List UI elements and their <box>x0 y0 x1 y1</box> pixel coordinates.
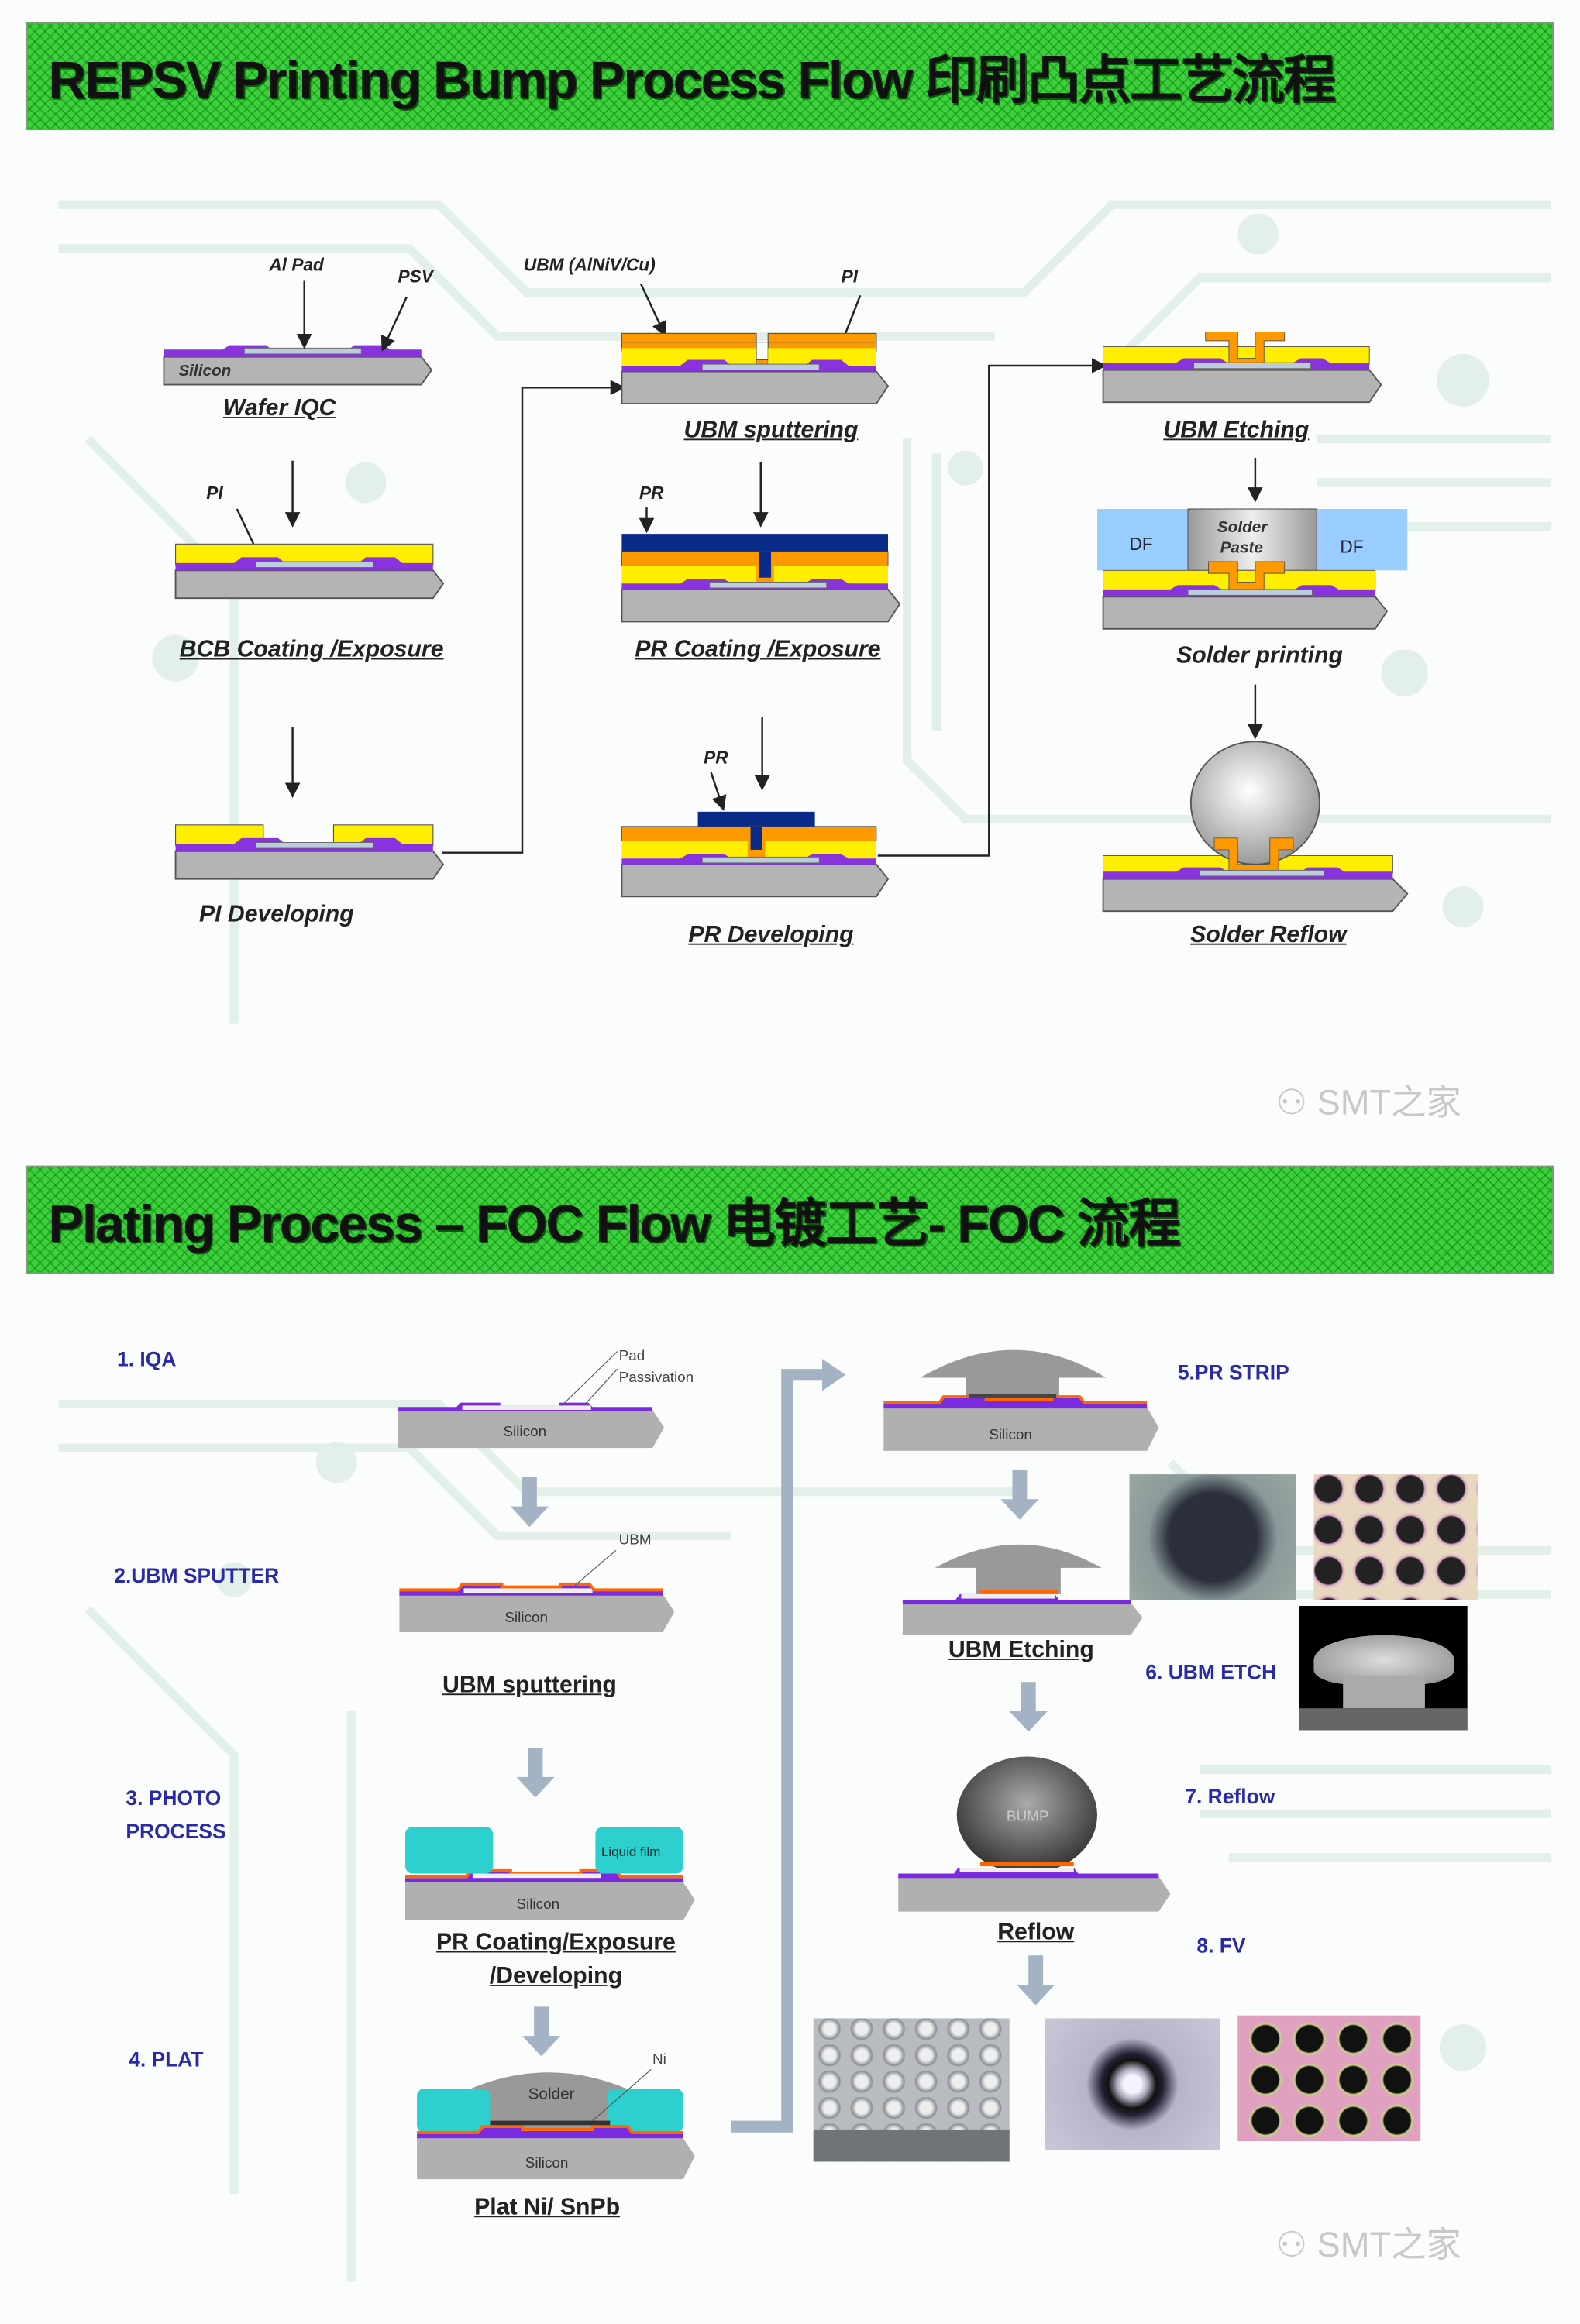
solder-printing-diagram: DF DF Solder Paste <box>1097 508 1408 630</box>
caption-pr-coating: PR Coating /Exposure <box>635 638 881 663</box>
caption-bcb-coating: BCB Coating /Exposure <box>179 638 444 663</box>
wechat-icon: ⚇ <box>1275 2226 1317 2266</box>
ubm-sputtering-diagram <box>621 332 890 405</box>
ubm-sputter-diagram: Silicon <box>399 1549 675 1633</box>
pi-developing-diagram <box>174 824 445 880</box>
svg-text:Silicon: Silicon <box>989 1427 1032 1443</box>
label-ubm: UBM <box>618 1532 652 1549</box>
svg-text:Silicon: Silicon <box>504 1610 548 1626</box>
ubm-etching-diagram-2 <box>902 1544 1143 1635</box>
svg-text:BUMP: BUMP <box>1007 1809 1049 1825</box>
photo-bump-field <box>813 2018 1010 2162</box>
solder-reflow-diagram <box>1102 741 1409 913</box>
flow-arrow <box>731 1358 846 2133</box>
caption-pr-coating-2: /Developing <box>489 1964 623 1989</box>
caption-pr-developing: PR Developing <box>688 923 854 948</box>
stage-label-plat: 4. PLAT <box>129 2047 204 2071</box>
stage-label-photo: 3. PHOTO <box>126 1786 222 1810</box>
label-al-pad: Al Pad <box>269 254 324 275</box>
photo-ubm-surface <box>1129 1474 1296 1600</box>
down-arrow <box>510 1477 549 1528</box>
stage-label-pr-strip: 5.PR STRIP <box>1177 1360 1289 1384</box>
pr-developing-diagram <box>621 811 890 898</box>
stage-label-iqa: 1. IQA <box>117 1346 177 1371</box>
down-arrow <box>516 1748 555 1798</box>
down-arrow <box>1000 1470 1039 1520</box>
caption-wafer-iqc: Wafer IQC <box>222 396 336 421</box>
stage-label-ubm-sputter: 2.UBM SPUTTER <box>114 1563 280 1587</box>
caption-reflow: Reflow <box>997 1920 1075 1946</box>
pr-coating-diagram <box>621 534 901 623</box>
svg-text:Paste: Paste <box>1220 539 1263 557</box>
svg-text:Silicon: Silicon <box>516 1896 559 1913</box>
photo-fv-board <box>1237 2015 1421 2142</box>
section2-title-banner: Plating Process – FOC Flow 电镀工艺- FOC 流程 <box>26 1165 1554 1274</box>
label-psv: PSV <box>398 266 433 287</box>
svg-text:DF: DF <box>1340 537 1363 557</box>
watermark-1: ⚇ SMT之家 <box>1275 1074 1461 1125</box>
wechat-icon: ⚇ <box>1275 1084 1317 1123</box>
stage-label-reflow: 7. Reflow <box>1185 1784 1275 1808</box>
section1-title-banner: REPSV Printing Bump Process Flow 印刷凸点工艺流… <box>26 22 1554 131</box>
svg-text:Liquid film: Liquid film <box>601 1844 660 1859</box>
caption-plat: Plat Ni/ SnPb <box>474 2195 621 2220</box>
caption-solder-reflow: Solder Reflow <box>1190 923 1347 948</box>
svg-text:Silicon: Silicon <box>178 362 231 380</box>
section1-title: REPSV Printing Bump Process Flow 印刷凸点工艺流… <box>48 50 1336 110</box>
label-ubm-alniv-cu: UBM (AlNiV/Cu) <box>523 254 656 275</box>
section1-arrows <box>236 280 1263 857</box>
photo-sem-bump <box>1299 1606 1468 1731</box>
label-ni: Ni <box>652 2051 666 2068</box>
photo-bump-array <box>1313 1474 1478 1600</box>
caption-solder-printing: Solder printing <box>1176 643 1343 669</box>
stage-label-process: PROCESS <box>126 1819 226 1843</box>
down-arrow <box>522 2006 561 2057</box>
stage-label-ubm-etch: 6. UBM ETCH <box>1145 1659 1277 1684</box>
label-pi: PI <box>206 483 223 504</box>
section2-title: Plating Process – FOC Flow 电镀工艺- FOC 流程 <box>48 1193 1180 1254</box>
bcb-coating-diagram <box>174 543 445 600</box>
wafer-iqc-diagram: Silicon <box>163 345 433 386</box>
svg-text:Silicon: Silicon <box>503 1424 546 1440</box>
caption-ubm-sputtering: UBM sputtering <box>442 1673 617 1698</box>
reflow-diagram: BUMP <box>898 1756 1171 1912</box>
watermark-text: SMT之家 <box>1317 2226 1461 2266</box>
down-arrow <box>1009 1682 1048 1732</box>
svg-text:DF: DF <box>1130 534 1153 554</box>
label-pad: Pad <box>618 1348 645 1365</box>
label-pr: PR <box>639 483 664 504</box>
caption-ubm-etching-2: UBM Etching <box>948 1638 1094 1663</box>
svg-text:Solder: Solder <box>1217 518 1268 536</box>
stage-label-fv: 8. FV <box>1196 1933 1246 1958</box>
watermark-2: ⚇ SMT之家 <box>1275 2216 1461 2267</box>
svg-text:Solder: Solder <box>528 2085 575 2102</box>
caption-pi-developing: PI Developing <box>198 902 354 927</box>
svg-text:Silicon: Silicon <box>525 2155 569 2171</box>
ubm-etching-diagram <box>1102 332 1382 404</box>
caption-ubm-etching: UBM Etching <box>1163 418 1310 444</box>
label-passivation: Passivation <box>618 1370 694 1387</box>
down-arrow <box>1017 1955 1055 2006</box>
iqa-diagram: Silicon <box>398 1351 665 1449</box>
watermark-text: SMT之家 <box>1317 1084 1461 1123</box>
pr-strip-diagram: Silicon <box>883 1349 1159 1451</box>
plat-diagram: Solder Silicon <box>417 2069 695 2180</box>
photo-process-diagram: Liquid film Silicon <box>404 1827 695 1920</box>
photo-bump-topview <box>1045 2018 1220 2150</box>
caption-pr-coating-1: PR Coating/Exposure <box>436 1930 676 1956</box>
caption-ubm-sputtering: UBM sputtering <box>683 418 859 444</box>
label-pi-2: PI <box>841 266 859 287</box>
label-pr-2: PR <box>704 747 728 768</box>
